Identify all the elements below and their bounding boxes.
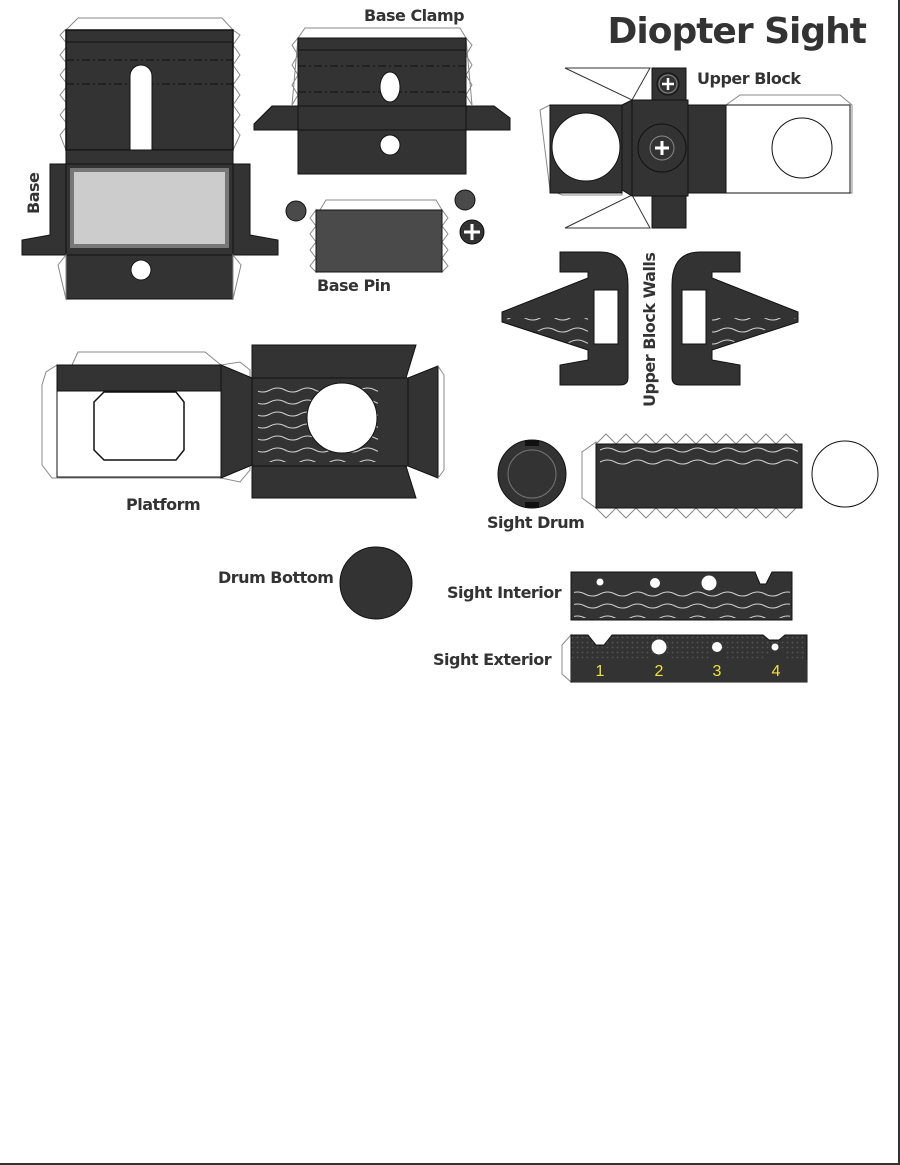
glue-tab bbox=[309, 208, 317, 274]
base-mid-panel bbox=[65, 149, 234, 165]
glue-tab bbox=[595, 507, 802, 519]
platform-flap-top bbox=[251, 344, 417, 379]
glue-tab bbox=[595, 433, 802, 445]
interior-hole bbox=[650, 578, 660, 588]
clamp-hole bbox=[379, 134, 401, 156]
exterior-notch bbox=[708, 648, 728, 660]
upper-block-hole bbox=[771, 117, 833, 179]
label-platform: Platform bbox=[126, 495, 201, 514]
exterior-number: 4 bbox=[772, 663, 781, 680]
glue-tab bbox=[437, 365, 445, 479]
base-part bbox=[21, 17, 279, 300]
sight-drum-part bbox=[497, 433, 879, 519]
wave-band bbox=[504, 318, 588, 350]
glue-tab bbox=[232, 253, 242, 300]
page-border bbox=[0, 1163, 900, 1165]
exterior-number: 2 bbox=[655, 663, 664, 680]
label-upper-block: Upper Block bbox=[697, 69, 801, 88]
sight-exterior-part: 1 2 3 4 bbox=[561, 633, 808, 684]
clamp-wing-right bbox=[465, 105, 511, 131]
base-hole bbox=[130, 259, 152, 281]
glue-tab bbox=[564, 67, 651, 101]
platform-side bbox=[220, 364, 253, 479]
exterior-number: 3 bbox=[713, 663, 722, 680]
glue-tab bbox=[64, 17, 235, 31]
glue-tab bbox=[57, 253, 67, 300]
glue-tab bbox=[564, 194, 651, 229]
exterior-notch bbox=[766, 644, 786, 660]
platform-top-strip bbox=[56, 364, 222, 392]
exterior-number: 1 bbox=[596, 663, 605, 680]
wave-band bbox=[712, 318, 796, 350]
pin-cap bbox=[454, 189, 476, 211]
glue-tab bbox=[319, 199, 443, 211]
glue-tab bbox=[232, 29, 241, 151]
label-base-pin: Base Pin bbox=[317, 276, 391, 295]
upper-block-walls-part bbox=[501, 251, 799, 386]
base-pin-part bbox=[285, 189, 485, 274]
glue-tab bbox=[581, 441, 597, 509]
pin-cap bbox=[285, 200, 307, 222]
platform-flap-bottom bbox=[251, 465, 417, 499]
platform-side-right bbox=[407, 365, 439, 479]
platform-part bbox=[41, 344, 445, 499]
upper-block-hole bbox=[551, 112, 621, 182]
glue-tab bbox=[465, 36, 473, 106]
platform-hole bbox=[306, 382, 378, 454]
glue-tab bbox=[441, 208, 449, 274]
base-bottom-panel bbox=[65, 254, 234, 300]
base-slot bbox=[129, 64, 153, 161]
page-border bbox=[898, 0, 900, 1165]
exterior-hole bbox=[651, 639, 667, 655]
platform-window bbox=[93, 391, 185, 461]
label-base-clamp: Base Clamp bbox=[364, 6, 465, 25]
wall-window bbox=[681, 289, 707, 345]
interior-hole bbox=[596, 578, 604, 586]
clamp-wing-left bbox=[253, 105, 299, 131]
glue-tab bbox=[297, 27, 467, 39]
sight-interior-part bbox=[570, 571, 793, 621]
drum-disc bbox=[811, 440, 879, 508]
label-sight-interior: Sight Interior bbox=[447, 583, 562, 602]
base-window bbox=[74, 172, 225, 244]
label-drum-bottom: Drum Bottom bbox=[218, 568, 334, 587]
label-sight-exterior: Sight Exterior bbox=[433, 650, 552, 669]
label-base: Base bbox=[24, 172, 43, 214]
glue-tab bbox=[291, 36, 299, 106]
base-clamp-part bbox=[253, 27, 511, 175]
drum-bottom-disc bbox=[339, 546, 413, 620]
interior-hole bbox=[701, 575, 717, 591]
exterior-hole bbox=[771, 643, 779, 651]
exterior-hole bbox=[712, 642, 722, 652]
label-upper-block-walls: Upper Block Walls bbox=[640, 252, 659, 407]
clamp-slot bbox=[379, 71, 401, 103]
wall-window bbox=[593, 289, 619, 345]
upper-block-side bbox=[687, 104, 727, 194]
label-sight-drum: Sight Drum bbox=[487, 513, 585, 532]
upper-block-part bbox=[539, 67, 853, 229]
pin-body bbox=[315, 209, 443, 273]
lower-tab bbox=[651, 195, 687, 229]
page-title: Diopter Sight bbox=[607, 11, 867, 52]
glue-tab bbox=[561, 633, 572, 684]
base-wing-right bbox=[232, 163, 279, 256]
glue-tab bbox=[71, 351, 223, 366]
